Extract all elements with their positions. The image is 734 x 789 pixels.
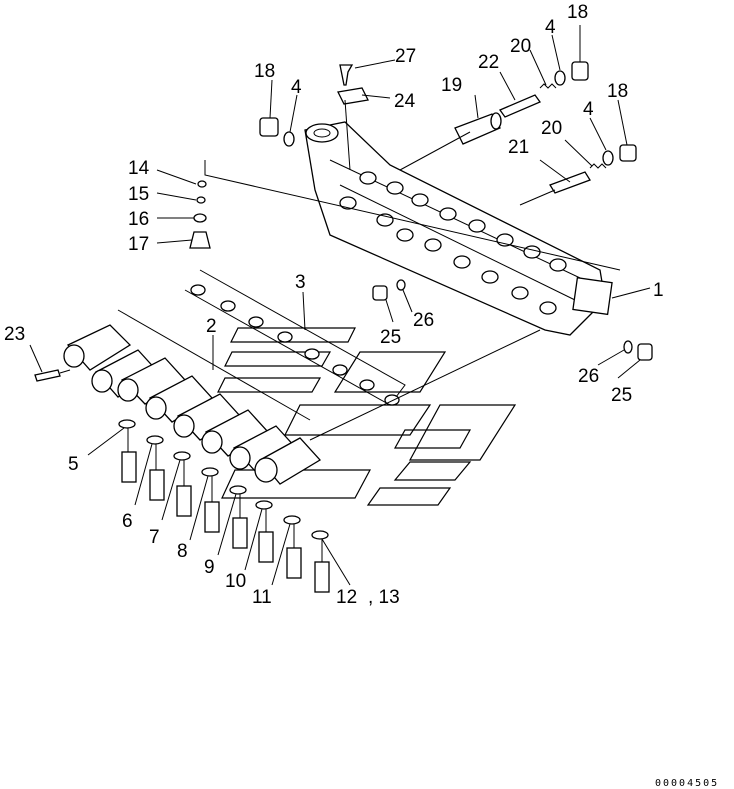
callout-17: 17 bbox=[128, 234, 149, 255]
callout-15: 15 bbox=[128, 184, 149, 205]
callout-26a: 26 bbox=[413, 310, 434, 331]
callout-18b: 18 bbox=[567, 2, 588, 23]
callout-24: 24 bbox=[394, 91, 416, 112]
o-rings bbox=[184, 269, 406, 406]
callout-20a: 20 bbox=[510, 36, 531, 57]
callout-26b: 26 bbox=[578, 366, 599, 387]
callout-10: 10 bbox=[225, 571, 246, 592]
callout-19: 19 bbox=[441, 75, 462, 96]
watermark-logo bbox=[217, 327, 517, 506]
callout-2: 2 bbox=[206, 316, 217, 337]
callout-7: 7 bbox=[149, 527, 160, 548]
callout-18a: 18 bbox=[254, 61, 275, 82]
callout-4a: 4 bbox=[291, 77, 302, 98]
callout-21: 21 bbox=[508, 137, 529, 158]
callout-27: 27 bbox=[395, 46, 416, 67]
connectors bbox=[118, 419, 330, 593]
callout-14: 14 bbox=[128, 158, 150, 179]
drawing-code: 00004505 bbox=[655, 778, 719, 789]
plugs-25-26 bbox=[372, 279, 653, 361]
callout-8: 8 bbox=[177, 541, 188, 562]
callout-6: 6 bbox=[122, 511, 133, 532]
callout-25b: 25 bbox=[611, 385, 632, 406]
callout-22: 22 bbox=[478, 52, 499, 73]
callout-11: 11 bbox=[252, 587, 272, 608]
callout-5: 5 bbox=[68, 454, 79, 475]
callout-20b: 20 bbox=[541, 118, 562, 139]
callout-9: 9 bbox=[204, 557, 215, 578]
leader-lines bbox=[29, 25, 651, 586]
callout-4b: 4 bbox=[545, 17, 556, 38]
callout-labels: 18 4 27 24 19 22 20 4 18 4 18 20 21 14 1… bbox=[4, 2, 664, 608]
callout-3: 3 bbox=[295, 272, 306, 293]
callout-18c: 18 bbox=[607, 81, 628, 102]
callout-16: 16 bbox=[128, 209, 149, 230]
callout-4c: 4 bbox=[583, 99, 594, 120]
valve-body bbox=[304, 121, 613, 336]
callout-25a: 25 bbox=[380, 327, 401, 348]
solenoid-row bbox=[34, 309, 541, 485]
callout-13: , 13 bbox=[368, 587, 400, 608]
callout-1: 1 bbox=[653, 280, 664, 301]
callout-12: 12 bbox=[336, 587, 357, 608]
callout-23: 23 bbox=[4, 324, 25, 345]
top-parts bbox=[259, 61, 637, 206]
